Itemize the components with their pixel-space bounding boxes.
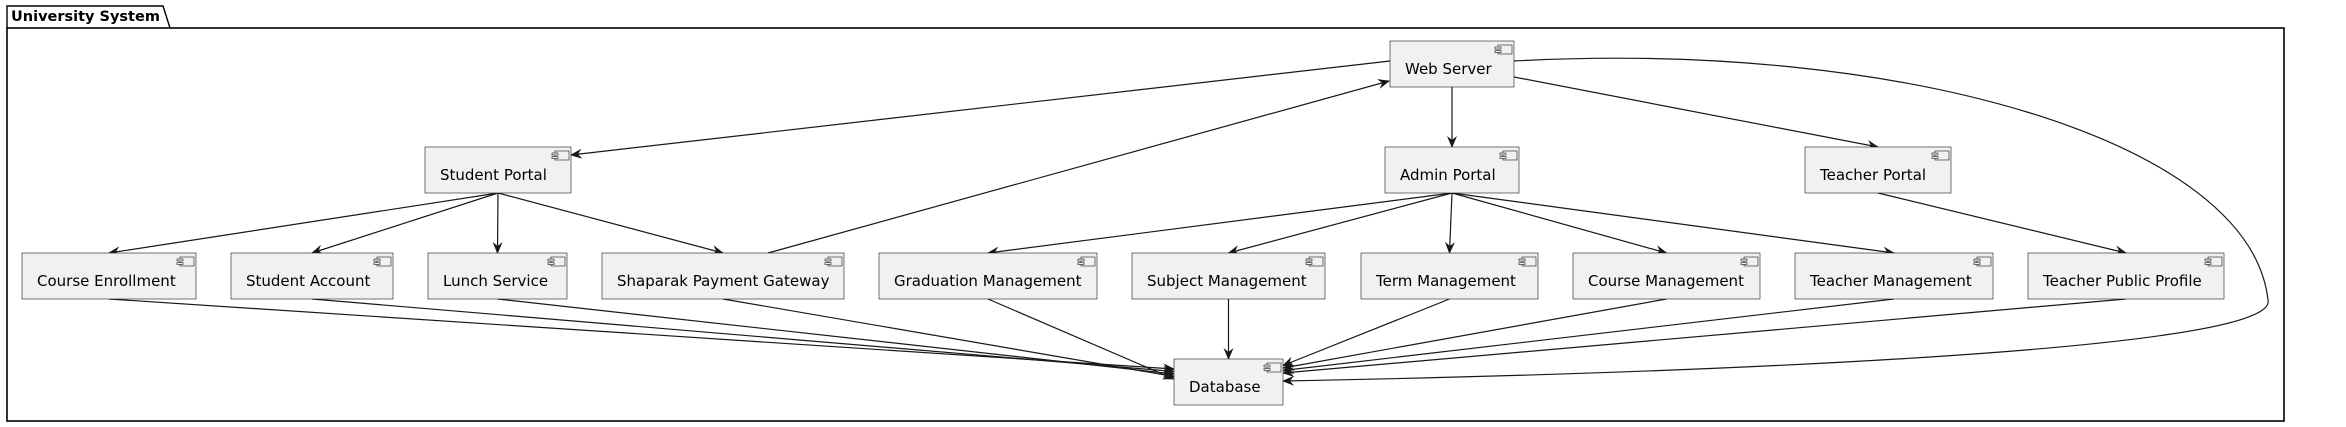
component-label: Teacher Management (1809, 272, 1972, 290)
relation-student-portal-to-course-enrollment (108, 192, 499, 257)
package-university-system: University System (6, 5, 2285, 422)
relation-web-server-to-student-portal (570, 60, 1391, 159)
component-database[interactable]: Database (1173, 358, 1284, 406)
component-label: Course Enrollment (37, 272, 176, 290)
component-icon (373, 256, 392, 267)
relation-graduation-management-to-database (987, 298, 1175, 380)
component-icon (1305, 256, 1324, 267)
component-shaparak-payment-gateway[interactable]: Shaparak Payment Gateway (601, 252, 845, 300)
package-title: University System (11, 9, 160, 25)
relation-student-portal-to-shaparak-payment-gateway (497, 192, 724, 255)
component-label: Teacher Public Profile (2042, 272, 2202, 290)
package-body (6, 27, 2285, 422)
component-course-management[interactable]: Course Management (1572, 252, 1761, 300)
component-icon (176, 256, 195, 267)
component-lunch-service[interactable]: Lunch Service (427, 252, 568, 300)
component-icon (824, 256, 843, 267)
relation-student-portal-to-lunch-service (492, 192, 503, 254)
component-label: Shaparak Payment Gateway (617, 272, 830, 290)
relation-admin-portal-to-teacher-management (1451, 192, 1895, 257)
relation-admin-portal-to-graduation-management (987, 192, 1453, 257)
component-student-portal[interactable]: Student Portal (424, 146, 572, 194)
component-icon (1931, 150, 1950, 161)
component-icon (1499, 150, 1518, 161)
component-icon (1077, 256, 1096, 267)
component-label: Web Server (1405, 60, 1492, 78)
component-label: Student Portal (440, 166, 547, 184)
relation-student-portal-to-student-account (311, 192, 499, 255)
relation-term-management-to-database (1282, 298, 1450, 367)
relation-teacher-public-profile-to-database (1282, 298, 2127, 378)
relation-admin-portal-to-term-management (1444, 192, 1455, 254)
component-teacher-management[interactable]: Teacher Management (1794, 252, 1994, 300)
relation-course-management-to-database (1282, 298, 1667, 371)
component-teacher-portal[interactable]: Teacher Portal (1804, 146, 1952, 194)
component-icon (1494, 44, 1513, 55)
component-label: Student Account (246, 272, 370, 290)
relation-admin-portal-to-subject-management (1227, 192, 1453, 255)
component-icon (2204, 256, 2223, 267)
component-label: Database (1189, 378, 1261, 396)
relation-course-enrollment-to-database (108, 298, 1175, 374)
component-teacher-public-profile[interactable]: Teacher Public Profile (2027, 252, 2225, 300)
package-tab (6, 5, 171, 29)
component-icon (1263, 362, 1282, 373)
component-icon (547, 256, 566, 267)
component-icon (551, 150, 570, 161)
relation-teacher-portal-to-teacher-public-profile (1877, 192, 2127, 256)
relation-teacher-management-to-database (1282, 298, 1895, 375)
component-label: Graduation Management (894, 272, 1082, 290)
relation-admin-portal-to-course-management (1451, 192, 1668, 255)
component-icon (1973, 256, 1992, 267)
relation-web-server-to-database (1282, 57, 2269, 386)
relation-student-account-to-database (311, 298, 1175, 376)
component-graduation-management[interactable]: Graduation Management (878, 252, 1098, 300)
component-label: Term Management (1375, 272, 1516, 290)
component-admin-portal[interactable]: Admin Portal (1384, 146, 1520, 194)
component-course-enrollment[interactable]: Course Enrollment (21, 252, 197, 300)
component-label: Subject Management (1147, 272, 1307, 290)
relation-shaparak-payment-gateway-to-database (722, 298, 1175, 380)
component-subject-management[interactable]: Subject Management (1131, 252, 1326, 300)
relation-lunch-service-to-database (497, 298, 1175, 378)
component-label: Course Management (1588, 272, 1744, 290)
component-label: Lunch Service (443, 272, 548, 290)
component-label: Teacher Portal (1819, 166, 1926, 184)
component-term-management[interactable]: Term Management (1360, 252, 1539, 300)
component-label: Admin Portal (1400, 166, 1496, 184)
component-icon (1518, 256, 1537, 267)
relation-shaparak-payment-gateway-to-web-server (767, 79, 1390, 254)
relation-web-server-to-teacher-portal (1513, 76, 1879, 150)
component-web-server[interactable]: Web Server (1389, 40, 1515, 88)
component-icon (1740, 256, 1759, 267)
component-student-account[interactable]: Student Account (230, 252, 394, 300)
components: Web Server Student Portal Admin Portal T… (21, 40, 2225, 406)
relations (108, 57, 2269, 386)
